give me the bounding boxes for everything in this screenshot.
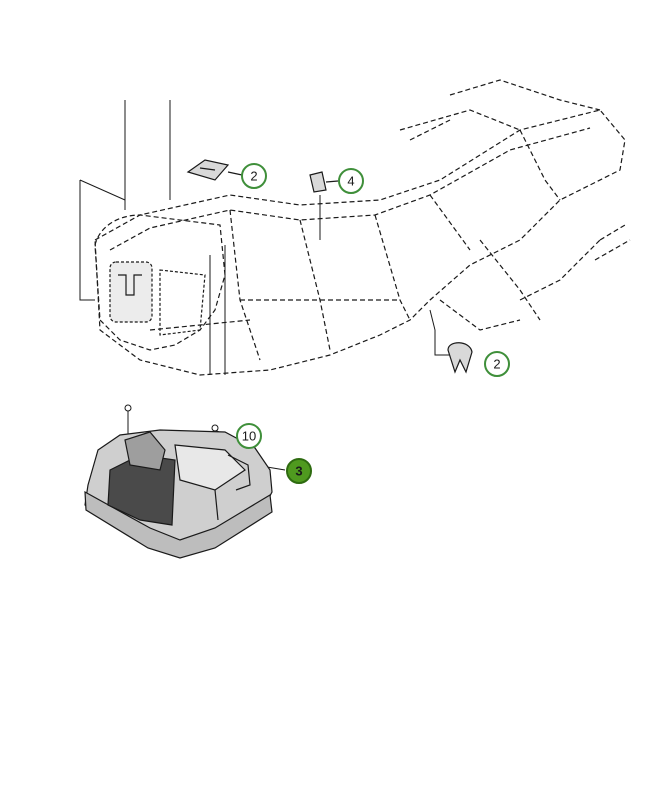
callout-label: 4 (347, 174, 354, 189)
callout-ring (338, 168, 364, 194)
callout-label: 3 (295, 464, 302, 479)
bracket-part-illustration (309, 171, 339, 193)
callout-ring (286, 458, 312, 484)
callout-2-bottom[interactable]: 2 (484, 351, 510, 377)
callout-3-selected[interactable]: 3 (286, 458, 312, 484)
callout-ring (236, 423, 262, 449)
rear-cover-part-illustration (84, 429, 273, 559)
callout-ring (484, 351, 510, 377)
lower-clip-part-illustration (447, 342, 473, 374)
mower-frame-illustration (94, 79, 631, 376)
clip-part-illustration (186, 159, 243, 181)
callout-10[interactable]: 10 (236, 423, 262, 449)
callout-4[interactable]: 4 (338, 168, 364, 194)
callout-2-top[interactable]: 2 (241, 163, 267, 189)
callout-label: 10 (242, 429, 256, 444)
callout-label: 2 (250, 169, 257, 184)
callout-ring (241, 163, 267, 189)
callout-label: 2 (493, 357, 500, 372)
rear-cover-outline (94, 214, 226, 351)
callout-group: 2 4 2 10 3 (236, 163, 510, 484)
screw-illustrations (124, 404, 219, 432)
